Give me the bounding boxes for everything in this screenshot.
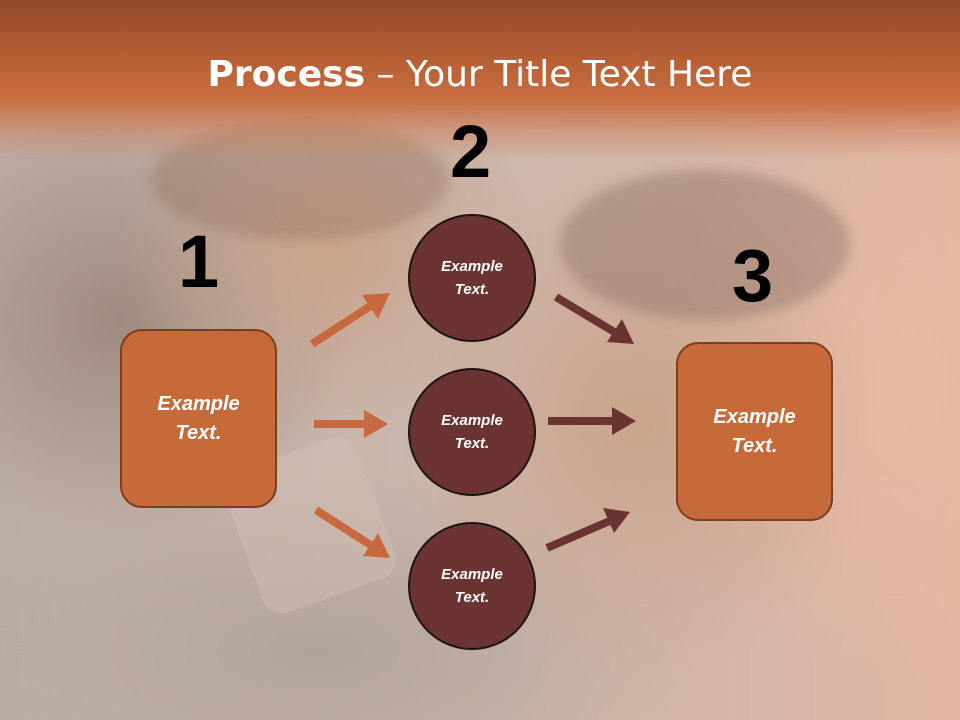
title-bar	[0, 0, 960, 160]
photo-shade-right	[560, 170, 850, 320]
arrow-from-bottom-circle	[545, 508, 630, 552]
step-number-3: 3	[732, 234, 774, 317]
title-rest: – Your Title Text Here	[365, 54, 753, 95]
step-number-2: 2	[450, 110, 492, 193]
step-number-1: 1	[178, 220, 220, 303]
arrow-to-middle-circle	[314, 410, 388, 438]
arrow-from-middle-circle	[548, 407, 636, 435]
arrow-from-top-circle	[553, 293, 634, 344]
arrow-to-top-circle	[309, 293, 390, 348]
title-bold: Process	[207, 54, 366, 95]
slide-title: Process – Your Title Text Here	[0, 52, 960, 98]
arrow-to-bottom-circle	[313, 506, 390, 558]
